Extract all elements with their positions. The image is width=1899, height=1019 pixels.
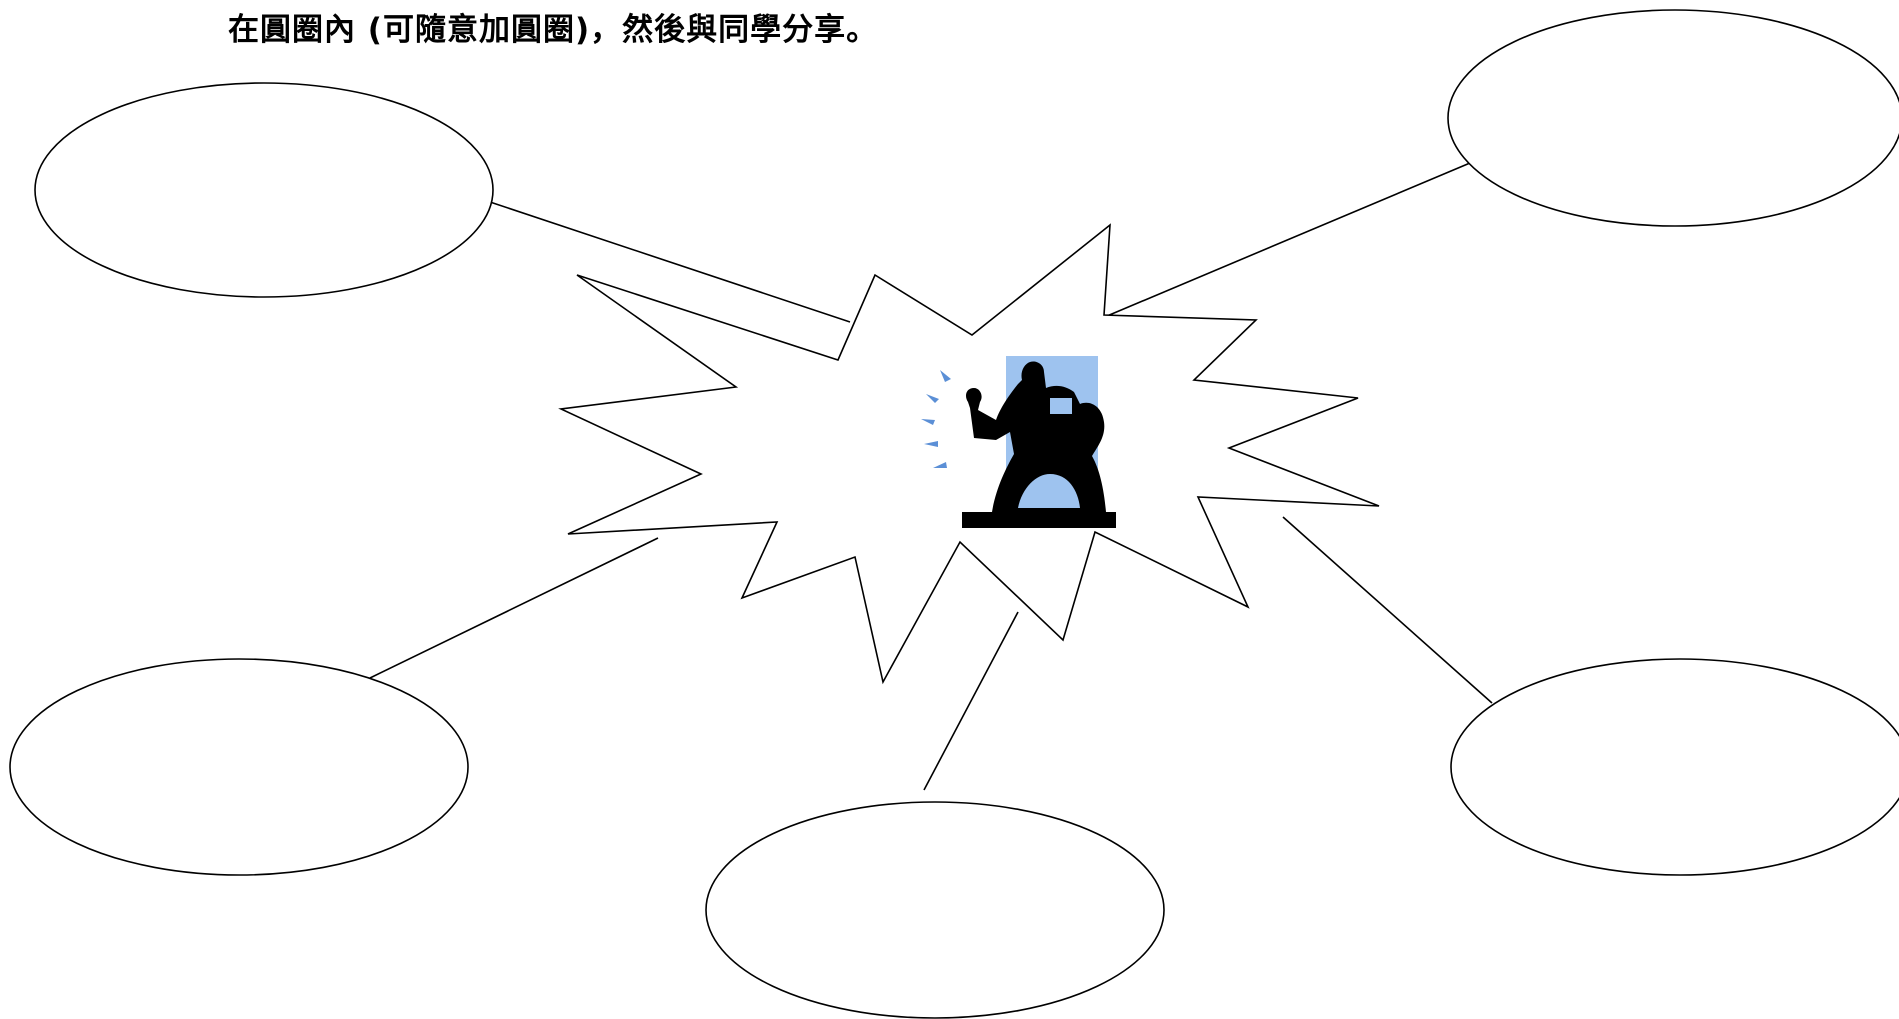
microphone-person-icon (921, 356, 1116, 528)
bubble-bottom-right[interactable] (1450, 658, 1899, 876)
center-starburst (558, 223, 1380, 685)
person-silhouette (962, 361, 1116, 528)
connector-line-top-left (489, 201, 851, 323)
bubble-top-right[interactable] (1447, 9, 1899, 227)
connector-line-bottom-right (1282, 516, 1493, 704)
bubble-top-left[interactable] (34, 82, 494, 298)
connector-line-bottom-center (923, 611, 1019, 791)
instruction-text: 在圓圈內 (可隨意加圓圈)，然後與同學分享。 (228, 12, 879, 48)
bubble-bottom-left[interactable] (9, 658, 469, 876)
connector-line-bottom-left (369, 537, 659, 679)
bubble-bottom-center[interactable] (705, 801, 1165, 1019)
sound-wave-marks (921, 370, 951, 468)
connector-line-top-right (1106, 162, 1471, 317)
